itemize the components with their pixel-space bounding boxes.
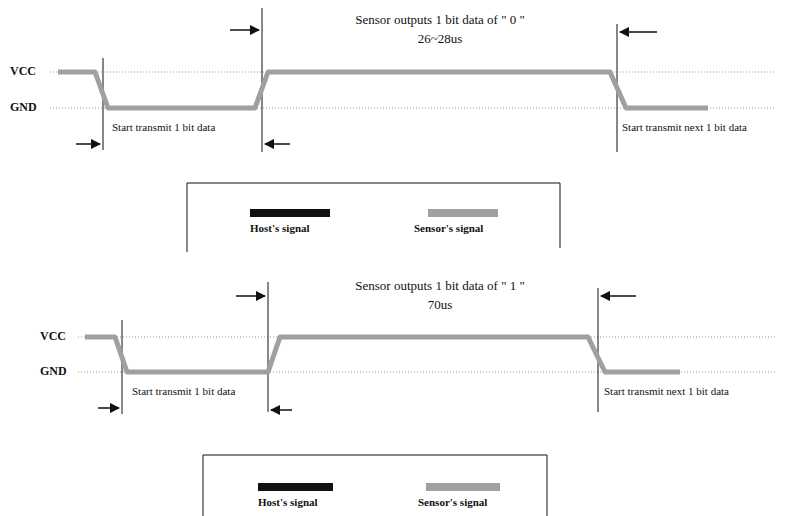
voltage-level: VCC [40, 329, 66, 343]
phase-label: Start transmit 1 bit data [132, 385, 235, 398]
legend-swatch [426, 483, 500, 491]
legend-text: Sensor's signal [414, 222, 483, 235]
legend-swatch [258, 483, 333, 491]
phase-label: Start transmit 1 bit data [112, 121, 215, 134]
phase-label: Start transmit next 1 bit data [622, 121, 747, 134]
bit-title: Sensor outputs 1 bit data of " 0 " [355, 12, 525, 28]
legend-text: Sensor's signal [418, 496, 487, 509]
legend-swatch [428, 209, 498, 217]
voltage-level: GND [10, 100, 37, 114]
legend-swatch [250, 209, 330, 217]
voltage-level: GND [40, 364, 67, 378]
bit-title: Sensor outputs 1 bit data of " 1 " [355, 278, 525, 294]
duration: 26~28us [418, 31, 463, 47]
phase-label: Start transmit next 1 bit data [604, 385, 729, 398]
legend-text: Host's signal [258, 496, 318, 509]
legend-text: Host's signal [250, 222, 310, 235]
voltage-level: VCC [10, 64, 36, 78]
duration: 70us [428, 297, 453, 313]
